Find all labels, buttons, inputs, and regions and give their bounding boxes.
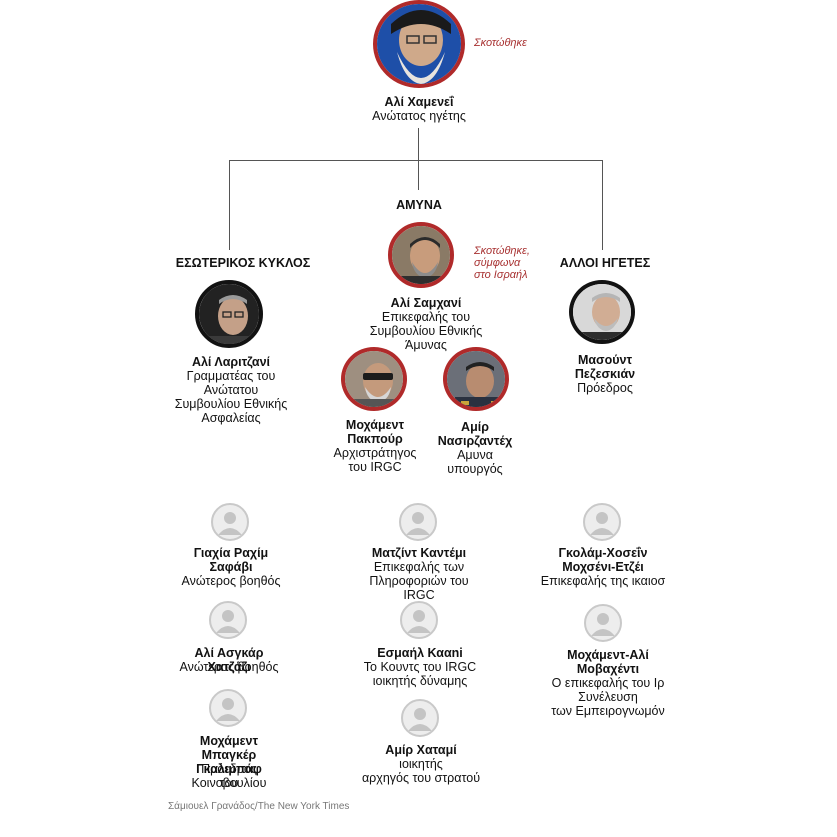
- person-name: Μοχάμεντ: [199, 734, 259, 748]
- connector-vertical-top: [418, 128, 419, 160]
- avatar-larijani: [195, 280, 263, 348]
- person-name: Πεζεσκιάν: [574, 367, 636, 381]
- person-role: αρχηγός του στρατού: [361, 771, 481, 785]
- connector-center-down: [418, 160, 419, 190]
- person-role: Συνέλευση: [578, 690, 638, 704]
- person-name: Μοχάμεντ-Αλί: [567, 648, 649, 662]
- status-killed: Σκοτώθηκε: [474, 37, 527, 49]
- avatar-shamkhani: [388, 222, 454, 288]
- node-hatami: Αμίρ Χαταμί ιοικητής αρχηγός του στρατού: [362, 743, 480, 785]
- avatar-placeholder-icon: [583, 503, 621, 541]
- person-role: Κοινοβουλίου: [191, 776, 267, 790]
- person-role: Ανώτερος βοηθός: [181, 574, 281, 588]
- node-safavi: Γιαχία Ραχίμ Σαφάβι Ανώτερος βοηθός: [181, 546, 280, 588]
- avatar-pakpour: [341, 347, 407, 411]
- person-name: Αμίρ: [461, 420, 489, 434]
- node-kazemi: Ματζίντ Καντέμι Επικεφαλής των Πληροφορι…: [369, 546, 468, 602]
- avatar-placeholder-icon: [401, 699, 439, 737]
- avatar-khamenei: [373, 0, 465, 88]
- person-role: Το Κουντς του IRGC: [363, 660, 477, 674]
- person-role: Συμβουλίου Εθνικής: [369, 324, 483, 338]
- status-line: σύμφωνα: [474, 257, 521, 269]
- person-role: Επικεφαλής της ικαιοσ: [540, 574, 666, 588]
- avatar-placeholder-icon: [400, 601, 438, 639]
- person-role: Γραμματέας του: [186, 369, 276, 383]
- person-name: Γιαχία Ραχίμ: [193, 546, 269, 560]
- status-line: Σκοτώθηκε,: [474, 245, 530, 257]
- person-role: Πρόεδρος: [577, 381, 633, 395]
- person-name: Μοχσένι-Ετζέι: [562, 560, 644, 574]
- person-role: Αρχιστράτηγος: [333, 446, 417, 460]
- person-role: του IRGC: [348, 460, 402, 474]
- person-name: Εσμαήλ Κααni: [377, 646, 463, 660]
- person-role: ιοικητής: [399, 757, 443, 771]
- node-nasirzadeh: Αμίρ Νασιρζαντέχ Αμυνα υπουργός: [438, 420, 513, 476]
- person-name: Πακπούρ: [347, 432, 403, 446]
- person-role: Συμβουλίου Εθνικής: [174, 397, 288, 411]
- connector-horizontal: [229, 160, 602, 161]
- connector-left-down: [229, 160, 230, 250]
- person-role: IRGC: [403, 588, 435, 602]
- node-qaani: Εσμαήλ Κααni Το Κουντς του IRGC ιοικητής…: [364, 646, 476, 688]
- section-inner-circle: ΕΣΩΤΕΡΙΚΟΣ ΚΥΚΛΟΣ: [175, 256, 311, 270]
- person-role: Αμυνα: [457, 448, 493, 462]
- person-role: Άμυνας: [405, 338, 447, 352]
- person-role: Ανώτερος βοηθός: [179, 660, 279, 674]
- person-name: Γκαλιμπάφ: [196, 762, 262, 776]
- person-name: Αλί Σαμχανί: [390, 296, 462, 310]
- person-name: Αλί Ασγκάρ: [194, 646, 264, 660]
- node-shamkhani: Αλί Σαμχανί Επικεφαλής του Συμβουλίου Εθ…: [370, 296, 483, 352]
- person-role: Ο επικεφαλής του Ιρ: [551, 676, 665, 690]
- person-role: Πληροφοριών του: [369, 574, 469, 588]
- section-defense: ΑΜΥΝΑ: [396, 198, 442, 212]
- person-role: Επικεφαλής του: [381, 310, 471, 324]
- person-role: Ανώτατου: [203, 383, 259, 397]
- avatar-placeholder-icon: [209, 689, 247, 727]
- person-name: Σαφάβι: [209, 560, 253, 574]
- person-name: Χατζάζι: [207, 660, 251, 674]
- person-name: Μασούντ: [577, 353, 633, 367]
- avatar-placeholder-icon: [211, 503, 249, 541]
- avatar-placeholder-icon: [399, 503, 437, 541]
- node-ghalibaf: Μοχάμεντ Μπαγκέρ Γκαλιμπάφ Κοινοβουλίου …: [192, 734, 267, 790]
- avatar-placeholder-icon: [584, 604, 622, 642]
- connector-right-down: [602, 160, 603, 250]
- node-movahedi: Μοχάμεντ-Αλί Μοβαχέντι Ο επικεφαλής του …: [549, 648, 667, 718]
- avatar-pezeshkian: [569, 280, 635, 344]
- node-pakpour: Μοχάμεντ Πακπούρ Αρχιστράτηγος του IRGC: [334, 418, 417, 474]
- node-larijani: Αλί Λαριτζανί Γραμματέας του Ανώτατου Συ…: [175, 355, 288, 425]
- person-role: υπουργός: [447, 462, 503, 476]
- person-role: Πρόεδρος του: [201, 762, 257, 790]
- avatar-placeholder-icon: [209, 601, 247, 639]
- person-role: Επικεφαλής των: [373, 560, 465, 574]
- section-other-leaders: ΑΛΛΟΙ ΗΓΕΤΕΣ: [559, 256, 651, 270]
- person-name: Γκολάμ-Χοσεΐν: [558, 546, 648, 560]
- node-ejei: Γκολάμ-Χοσεΐν Μοχσένι-Ετζέι Επικεφαλής τ…: [541, 546, 666, 588]
- node-pezeshkian: Μασούντ Πεζεσκιάν Πρόεδρος: [575, 353, 635, 395]
- person-name: Αλί Λαριτζανί: [191, 355, 271, 369]
- credit-line: Σάμιουελ Γρανάδος/The New York Times: [168, 801, 350, 812]
- person-name: Μοχάμεντ: [345, 418, 405, 432]
- person-role: των Εμπειρογνωμόν: [551, 704, 665, 718]
- node-khamenei: Αλί Χαμενεΐ Ανώτατος ηγέτης: [372, 95, 466, 123]
- node-hejazi: Αλί Ασγκάρ Ανώτερος βοηθός Χατζάζι: [179, 646, 278, 674]
- person-name: Νασιρζαντέχ: [437, 434, 513, 448]
- person-name: Ματζίντ Καντέμι: [371, 546, 467, 560]
- person-name: Αμίρ Χαταμί: [385, 743, 457, 757]
- person-role: Ανώτατος ηγέτης: [372, 109, 466, 123]
- person-name: Μοβαχέντι: [576, 662, 640, 676]
- person-role: ιοικητής δύναμης: [372, 674, 468, 688]
- person-name: Αλί Χαμενεΐ: [384, 95, 454, 109]
- avatar-nasirzadeh: [443, 347, 509, 411]
- status-killed-reported: Σκοτώθηκε, σύμφωνα στο Ισραήλ: [474, 245, 530, 281]
- status-line: στο Ισραήλ: [474, 269, 528, 281]
- person-role: Ασφαλείας: [201, 411, 261, 425]
- person-name: Μπαγκέρ: [201, 748, 257, 762]
